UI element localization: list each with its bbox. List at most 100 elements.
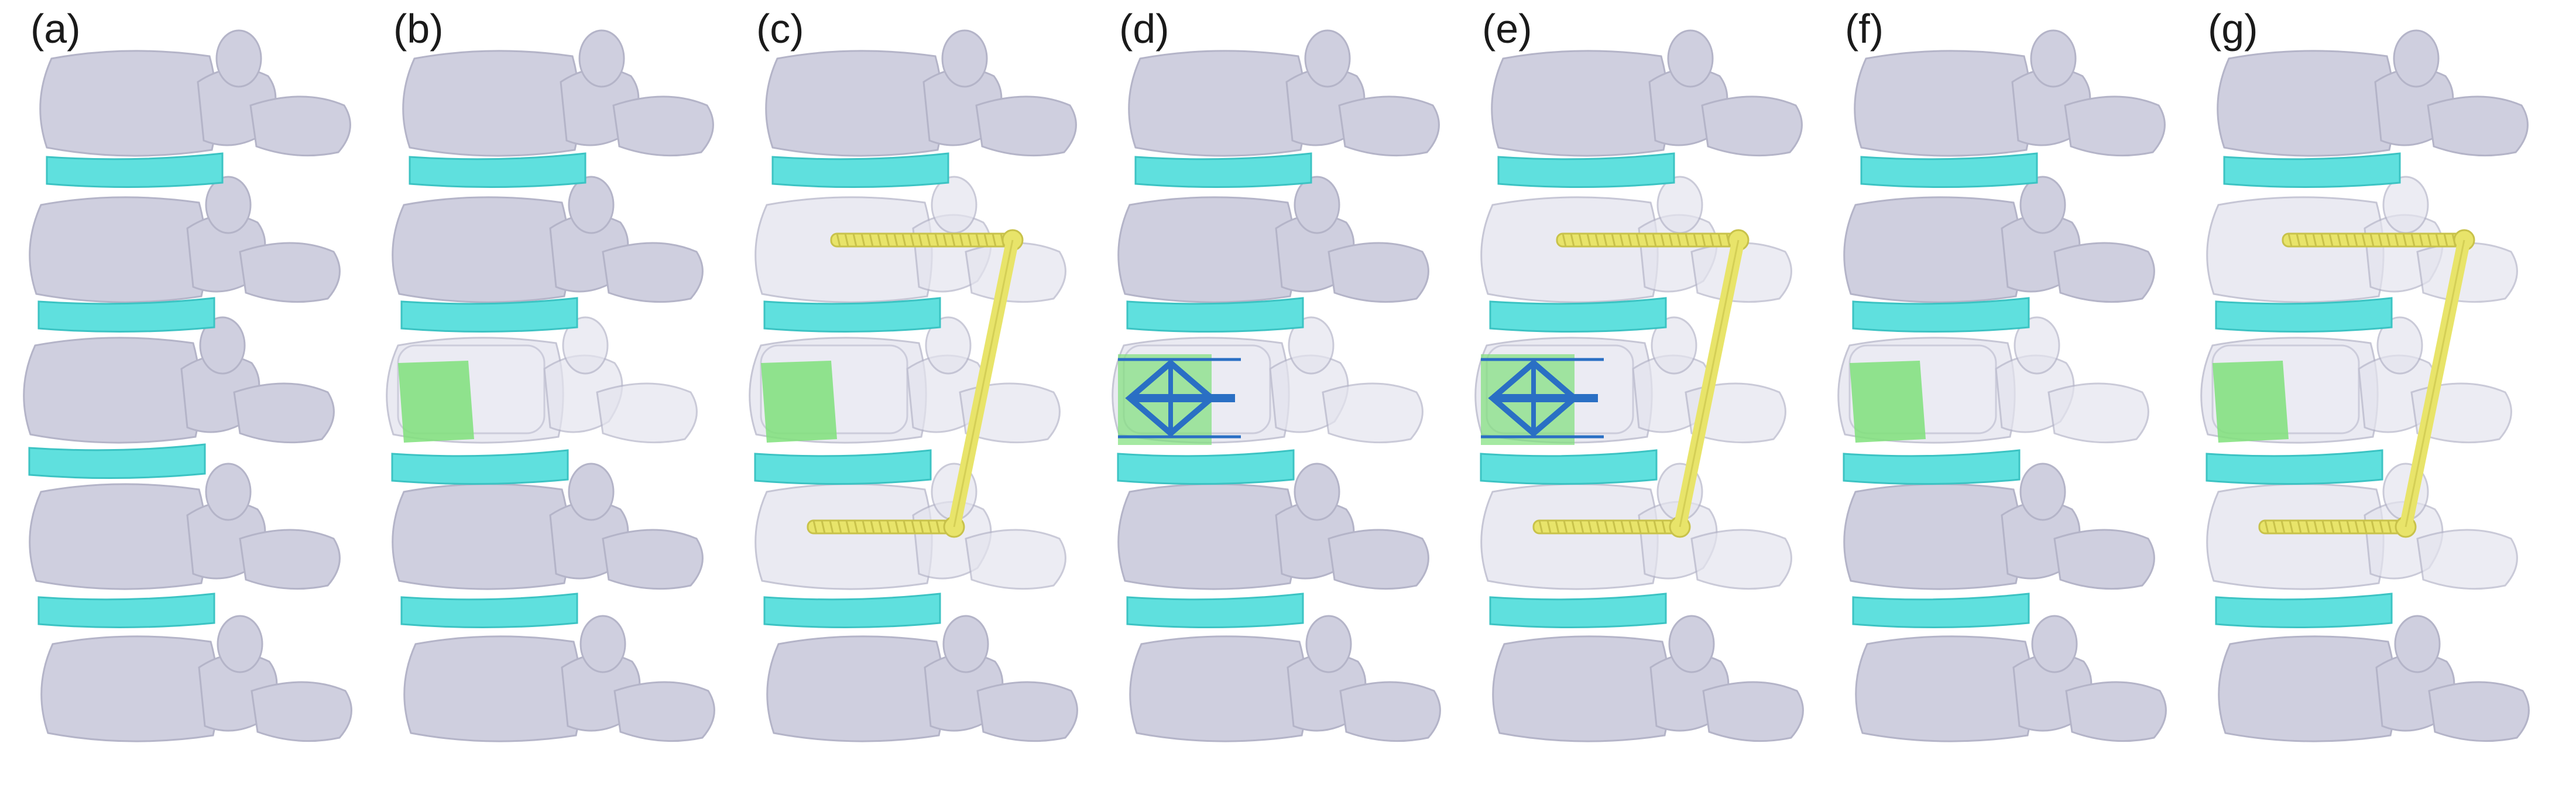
intervertebral-disc (2205, 449, 2383, 485)
spinous-process (602, 529, 704, 590)
screw-thread (2443, 233, 2448, 247)
spinous-process (1701, 95, 1803, 157)
articular-process (217, 615, 263, 673)
intervertebral-disc (46, 152, 224, 189)
vertebral-body (2217, 50, 2395, 157)
vertebral-body (39, 50, 218, 157)
screw-thread (894, 520, 900, 534)
screw-thread (2427, 233, 2432, 247)
screw-thread (1693, 233, 1698, 247)
panel-1: (b) (369, 0, 732, 791)
intervertebral-disc (1843, 449, 2021, 485)
screw-thread (2328, 233, 2334, 247)
screw-thread (935, 520, 941, 534)
spine-segment (23, 29, 352, 742)
vertebral-body (40, 635, 219, 742)
spinous-process (1322, 382, 1424, 444)
articular-process (2376, 316, 2423, 375)
screw-thread (2387, 520, 2392, 534)
intervertebral-disc (391, 449, 569, 485)
screw-thread (886, 520, 891, 534)
articular-process (1667, 29, 1714, 88)
screw-thread (2337, 233, 2342, 247)
vertebral-body (29, 196, 207, 303)
spinous-process (2047, 382, 2149, 444)
screw-thread (1653, 520, 1658, 534)
vertebral-body (29, 483, 207, 590)
screw-thread (926, 233, 931, 247)
screw-thread (1603, 233, 1608, 247)
articular-process (205, 176, 252, 234)
screw-thread (870, 520, 875, 534)
spinous-process (2064, 95, 2166, 157)
spinous-process (2428, 681, 2530, 742)
spinous-process (613, 681, 715, 742)
intervertebral-disc (400, 297, 578, 333)
spinous-process (1339, 681, 1441, 742)
screw-thread (992, 233, 997, 247)
intervertebral-disc (409, 152, 586, 189)
articular-process (1288, 316, 1335, 375)
screw-thread (2305, 520, 2310, 534)
vertebral-body (754, 196, 933, 303)
intervertebral-disc (1489, 297, 1667, 333)
vertebral-body (765, 50, 944, 157)
screw-thread (2361, 233, 2366, 247)
spinous-process (612, 95, 714, 157)
intervertebral-disc (754, 449, 932, 485)
screw-thread (2287, 233, 2293, 247)
vertebral-body (766, 635, 945, 742)
articular-process (931, 176, 977, 234)
screw-thread (959, 233, 964, 247)
articular-process (579, 615, 626, 673)
spinous-process (602, 242, 704, 303)
articular-process (1294, 176, 1340, 234)
spinous-process (239, 242, 341, 303)
screw-thread (1661, 520, 1666, 534)
screw-thread (2379, 520, 2384, 534)
screw-thread (983, 233, 989, 247)
spinous-process (2053, 242, 2155, 303)
intervertebral-disc (1117, 449, 1295, 485)
articular-process (2382, 176, 2429, 234)
connecting-rod-edge (2405, 239, 2465, 528)
articular-process (2394, 615, 2441, 673)
screw-thread (1611, 233, 1616, 247)
screw-thread (2386, 233, 2391, 247)
screw-thread (1555, 520, 1560, 534)
screw-thread (2264, 520, 2269, 534)
spinous-process (2065, 681, 2167, 742)
intervertebral-disc (1126, 593, 1304, 629)
panel-4: (e) (1457, 0, 1820, 791)
spine-segment (1837, 29, 2167, 742)
screw-thread (1620, 520, 1625, 534)
screw-thread (919, 520, 924, 534)
spinous-process (251, 681, 352, 742)
articular-process (2393, 29, 2440, 88)
screw-thread (2369, 233, 2375, 247)
intervertebral-disc (2215, 593, 2393, 629)
intervertebral-disc (1480, 449, 1658, 485)
vertebral-body (1480, 483, 1659, 590)
articular-process (941, 29, 988, 88)
screw-thread (2345, 233, 2350, 247)
panel-5: (f) (1820, 0, 2183, 791)
interbody-cage (398, 361, 474, 443)
screw-thread (869, 233, 874, 247)
spine-segment (1474, 29, 1804, 742)
vertebral-body (1117, 483, 1296, 590)
screw-thread (1701, 233, 1706, 247)
screw-thread (2338, 520, 2343, 534)
screw-thread (1587, 520, 1593, 534)
interbody-cage (761, 361, 837, 443)
screw-thread (2289, 520, 2294, 534)
spinous-process (965, 529, 1066, 590)
panel-label: (b) (393, 6, 444, 52)
screw-thread (1571, 520, 1576, 534)
vertebral-body (392, 196, 570, 303)
articular-process (1304, 29, 1351, 88)
screw-thread (911, 520, 916, 534)
intervertebral-disc (771, 152, 949, 189)
screw-thread (1652, 233, 1657, 247)
